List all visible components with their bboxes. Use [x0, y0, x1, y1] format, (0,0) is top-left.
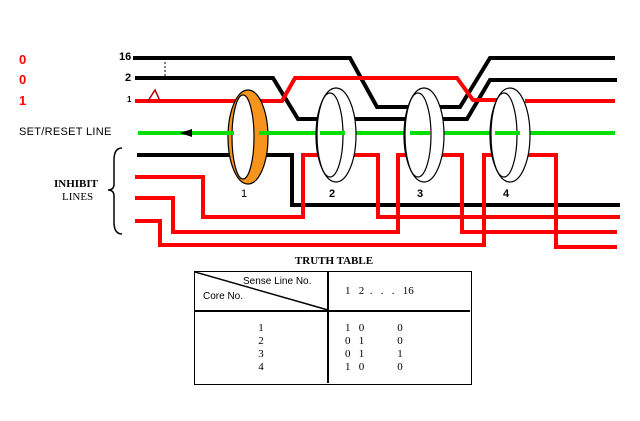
table-row: 3 0 1 1: [195, 348, 471, 361]
cores: [222, 87, 531, 185]
column-header: 1 2 . . . 16: [345, 285, 414, 297]
row-core: 1: [258, 322, 264, 334]
set-reset-label: SET/RESET LINE: [19, 126, 112, 138]
inhibit-line-black: [137, 153, 620, 207]
corner-sense-line: Sense Line No.: [243, 276, 312, 287]
row-core: 3: [258, 348, 264, 360]
input-bit-16: 0: [19, 52, 27, 67]
row-values: 0 1 0: [345, 335, 403, 347]
sense-label-2: 2: [125, 72, 132, 84]
row-values: 0 1 1: [345, 348, 403, 360]
core-label-2: 2: [329, 188, 336, 200]
row-values: 1 0 0: [345, 322, 403, 334]
table-divider-horizontal: [195, 310, 470, 312]
sense-label-16: 16: [119, 51, 132, 63]
core-label-4: 4: [503, 188, 510, 200]
brace: [107, 147, 123, 235]
table-divider-vertical: [327, 272, 329, 383]
inhibit-label: INHIBIT: [54, 178, 99, 190]
core-1: [222, 89, 269, 185]
row-values: 1 0 0: [345, 361, 403, 373]
sense-label-1: 1: [127, 95, 132, 104]
sense-line-2: [135, 76, 617, 121]
inhibit-label-lines: LINES: [62, 191, 94, 203]
truth-table-title: TRUTH TABLE: [294, 255, 374, 267]
input-bit-1: 1: [19, 93, 27, 108]
arrow-left-icon: [180, 129, 192, 137]
corner-diagonal: [195, 272, 329, 311]
truth-table: Sense Line No. Core No. 1 2 . . . 16 1 1…: [194, 271, 472, 385]
table-row: 2 0 1 0: [195, 335, 471, 348]
input-bit-2: 0: [19, 72, 27, 87]
corner-core-no: Core No.: [203, 291, 244, 302]
row-core: 4: [258, 361, 264, 373]
table-row: 4 1 0 0: [195, 361, 471, 374]
table-row: 1 1 0 0: [195, 322, 471, 335]
inhibit-line-3: [135, 153, 617, 249]
wiring-diagram: [107, 56, 620, 249]
row-core: 2: [258, 335, 264, 347]
inhibit-line-2: [135, 153, 617, 234]
sense-pulse: [147, 88, 161, 102]
core-label-3: 3: [417, 188, 424, 200]
core-2: [315, 87, 357, 183]
inhibit-line-1: [135, 153, 620, 219]
core-label-1: 1: [241, 188, 248, 200]
